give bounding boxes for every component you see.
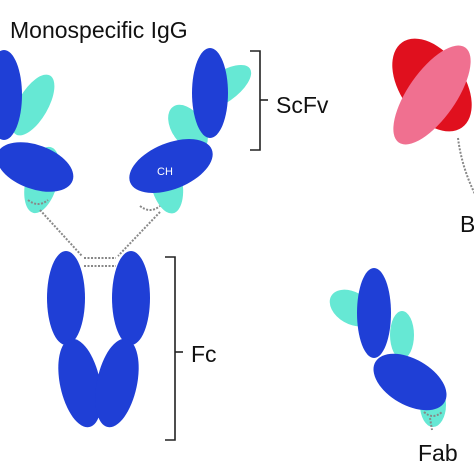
right-hinge-linker [117,211,161,257]
left-arm-heavy-chain-variable [0,50,22,140]
cl-domain-label: CL [160,127,174,139]
left-arm-light-chain-upper [11,74,55,136]
fab-light-chain-middle [390,311,414,359]
fc-left-ch2-domain [47,251,85,345]
igg-fc-region [47,251,150,428]
bispecific-format-partial [392,38,474,195]
fab-label: Fab [418,440,458,466]
fab-heavy-chain-constant [373,353,447,411]
left-arm-heavy-chain-constant [0,142,74,192]
scfv-label: ScFv [276,92,329,118]
igg-molecule: CL CH [0,48,252,428]
fab-fragment [329,268,447,431]
left-arm-disulfide-bond [27,199,49,205]
ch-domain-label: CH [157,166,173,178]
fc-label: Fc [191,341,217,367]
scfv-bracket [250,50,261,151]
pink-domain [393,45,471,145]
fc-right-ch2-domain [112,251,150,345]
diagram-title: Monospecific IgG [10,17,188,43]
right-arm-heavy-chain-variable [192,48,228,138]
left-hinge-linker [39,209,83,257]
right-arm-heavy-chain-constant [129,139,213,193]
igg-left-arm [0,50,74,214]
fc-right-ch3-domain [95,338,139,428]
fab-heavy-chain-variable [357,268,391,358]
fc-left-ch3-domain [58,338,102,428]
right-arm-disulfide-bond [139,205,161,211]
cutoff-format-label: B [460,211,474,237]
fc-bracket [165,256,176,441]
igg-right-arm [129,48,252,214]
fab-disulfide-bond [423,411,443,417]
tether-linker [457,137,474,195]
